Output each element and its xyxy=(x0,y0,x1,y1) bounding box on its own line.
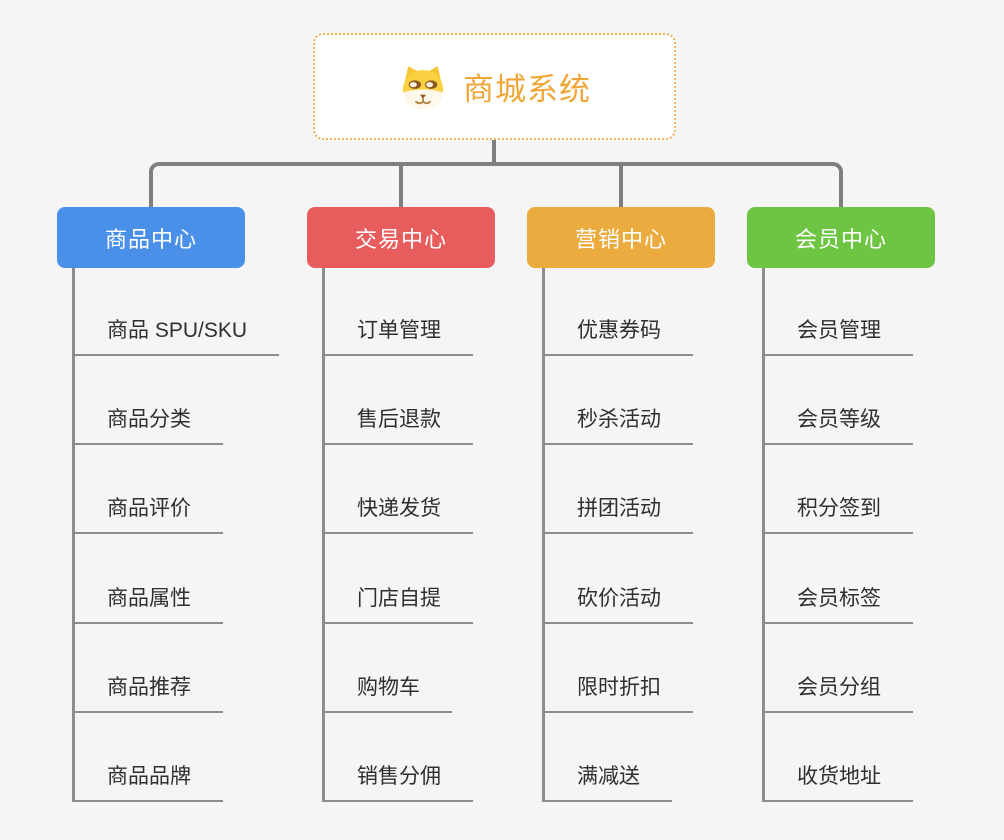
column-connector-line xyxy=(542,268,545,802)
leaf-node[interactable]: 拼团活动 xyxy=(543,494,693,534)
branch-label: 交易中心 xyxy=(354,226,447,252)
branch-label: 商品中心 xyxy=(104,226,197,252)
leaf-node[interactable]: 购物车 xyxy=(323,673,452,713)
leaf-node[interactable]: 限时折扣 xyxy=(543,673,693,713)
leaf-node[interactable]: 会员等级 xyxy=(763,405,913,445)
branch-label: 会员中心 xyxy=(794,226,887,252)
leaf-node[interactable]: 商品 SPU/SKU xyxy=(73,316,280,356)
branch-member-center[interactable]: 会员中心 xyxy=(747,207,935,268)
leaf-node[interactable]: 秒杀活动 xyxy=(543,405,693,445)
root-node[interactable]: 商城系统 xyxy=(313,33,676,140)
leaf-node[interactable]: 满减送 xyxy=(543,762,672,802)
leaf-node[interactable]: 订单管理 xyxy=(323,316,473,356)
leaf-node[interactable]: 售后退款 xyxy=(323,405,473,445)
leaf-node[interactable]: 商品分类 xyxy=(73,405,223,445)
leaf-node[interactable]: 收货地址 xyxy=(763,762,913,802)
leaf-node[interactable]: 砍价活动 xyxy=(543,584,693,624)
column-connector-line xyxy=(322,268,325,802)
column-connector-line xyxy=(762,268,765,802)
leaf-node[interactable]: 会员标签 xyxy=(763,584,913,624)
branch-bus-line xyxy=(149,162,843,210)
leaf-node[interactable]: 积分签到 xyxy=(763,494,913,534)
branch-label: 营销中心 xyxy=(574,226,667,252)
branch-marketing-center[interactable]: 营销中心 xyxy=(527,207,715,268)
leaf-node[interactable]: 会员管理 xyxy=(763,316,913,356)
leaf-node[interactable]: 会员分组 xyxy=(763,673,913,713)
branch-connector-line xyxy=(619,166,623,210)
dog-face-icon xyxy=(398,63,448,111)
leaf-node[interactable]: 销售分佣 xyxy=(323,762,473,802)
leaf-node[interactable]: 门店自提 xyxy=(323,584,473,624)
leaf-node[interactable]: 商品推荐 xyxy=(73,673,223,713)
column-connector-line xyxy=(72,268,75,802)
branch-product-center[interactable]: 商品中心 xyxy=(57,207,245,268)
leaf-node[interactable]: 商品品牌 xyxy=(73,762,223,802)
branch-trade-center[interactable]: 交易中心 xyxy=(307,207,495,268)
root-title: 商城系统 xyxy=(463,72,591,107)
leaf-node[interactable]: 快递发货 xyxy=(323,494,473,534)
leaf-node[interactable]: 商品属性 xyxy=(73,584,223,624)
leaf-node[interactable]: 商品评价 xyxy=(73,494,223,534)
leaf-node[interactable]: 优惠券码 xyxy=(543,316,693,356)
root-connector-line xyxy=(492,140,496,166)
branch-connector-line xyxy=(399,166,403,210)
